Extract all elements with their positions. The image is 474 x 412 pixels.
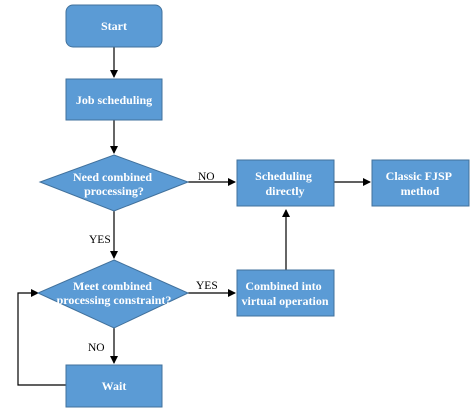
node-meet-constraint-label: Meet combined processing constraint? bbox=[57, 279, 172, 307]
node-wait[interactable]: Wait bbox=[65, 364, 163, 408]
node-need-combined[interactable]: Need combined processing? bbox=[38, 154, 190, 212]
node-classic-fjsp-line-1: Classic FJSP bbox=[386, 169, 452, 183]
edge-label-need-no: NO bbox=[198, 171, 215, 183]
node-meet-constraint-line-2: processing constraint? bbox=[57, 293, 172, 307]
edge-wait-loop-back bbox=[17, 289, 66, 386]
node-classic-fjsp-label: Classic FJSP method bbox=[386, 169, 455, 198]
node-job-scheduling[interactable]: Job scheduling bbox=[65, 78, 163, 121]
edge-label-meet-yes: YES bbox=[196, 280, 218, 292]
node-wait-label: Wait bbox=[102, 379, 127, 393]
edge-label-meet-no: NO bbox=[88, 342, 105, 354]
node-start[interactable]: Start bbox=[65, 4, 163, 48]
node-scheduling-directly[interactable]: Scheduling directly bbox=[236, 159, 335, 207]
node-classic-fjsp[interactable]: Classic FJSP method bbox=[371, 159, 470, 207]
edges bbox=[17, 47, 371, 386]
node-job-scheduling-label: Job scheduling bbox=[76, 93, 152, 107]
node-need-combined-label: Need combined processing? bbox=[73, 170, 155, 198]
node-meet-constraint[interactable]: Meet combined processing constraint? bbox=[36, 259, 190, 329]
node-classic-fjsp-line-2: method bbox=[401, 184, 440, 198]
node-scheduling-directly-line-1: Scheduling bbox=[255, 169, 312, 183]
node-start-label: Start bbox=[101, 19, 127, 33]
node-combined-virtual[interactable]: Combined into virtual operation bbox=[236, 269, 335, 317]
edge-label-need-yes: YES bbox=[89, 234, 111, 246]
node-need-combined-line-1: Need combined bbox=[73, 170, 152, 184]
node-need-combined-line-2: processing? bbox=[84, 184, 144, 198]
node-meet-constraint-line-1: Meet combined bbox=[73, 279, 152, 293]
node-combined-virtual-line-1: Combined into bbox=[245, 279, 321, 293]
node-combined-virtual-label: Combined into virtual operation bbox=[242, 279, 329, 308]
node-combined-virtual-line-2: virtual operation bbox=[242, 294, 329, 308]
node-scheduling-directly-line-2: directly bbox=[265, 184, 304, 198]
node-scheduling-directly-label: Scheduling directly bbox=[255, 169, 315, 198]
